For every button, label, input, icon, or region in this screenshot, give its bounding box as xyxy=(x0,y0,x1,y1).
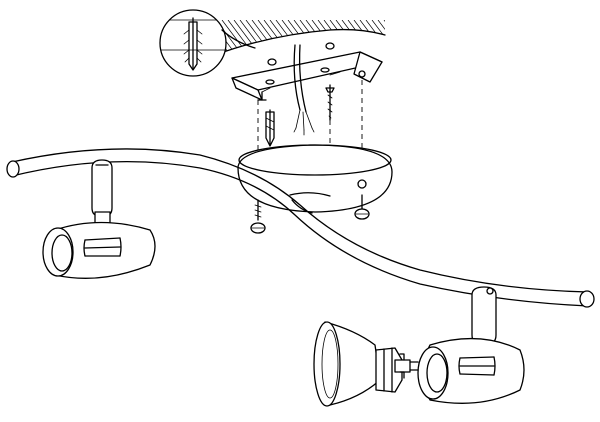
ceiling-hatch-line xyxy=(396,20,426,60)
mounting-screw xyxy=(257,84,335,147)
ceiling-hatch-line xyxy=(408,20,438,60)
ceiling-hatch-line xyxy=(281,20,313,55)
ceiling-hatch-line xyxy=(287,20,319,55)
ceiling-hatch-line xyxy=(317,20,349,55)
canopy-screw xyxy=(250,194,370,234)
ceiling-canopy xyxy=(237,144,393,214)
ceiling-hatch-line xyxy=(365,20,385,55)
ceiling-hatch-line xyxy=(227,20,259,55)
ceiling-hatch-line xyxy=(414,20,444,60)
ceiling-hatch-line xyxy=(257,20,289,55)
ceiling-hatch-line xyxy=(402,20,432,60)
ceiling-hatch-line xyxy=(269,20,301,55)
ceiling-hatch-line xyxy=(305,20,337,55)
ceiling-hatch-line xyxy=(377,20,385,55)
ceiling-hatch-line xyxy=(275,20,307,55)
reflector xyxy=(313,321,381,407)
ceiling-hatch-line xyxy=(311,20,343,55)
bulb-socket xyxy=(375,347,419,393)
ceiling-bracket xyxy=(231,42,383,101)
ceiling-hatch-line xyxy=(293,20,325,55)
wall-plug-icon xyxy=(183,17,203,71)
spotlight-head xyxy=(417,337,525,404)
ceiling-hatch-line xyxy=(371,20,385,55)
ceiling-hatch-line xyxy=(245,20,277,55)
spotlight-mount xyxy=(471,286,497,345)
ceiling-hatch-line xyxy=(383,20,385,55)
ceiling-hatch-line xyxy=(233,20,265,55)
ceiling-hatch-line xyxy=(390,20,420,60)
power-wires xyxy=(293,44,315,136)
ceiling-hatch-line xyxy=(299,20,331,55)
spotlight-head xyxy=(42,159,156,279)
wall-plug-detail xyxy=(159,9,256,77)
